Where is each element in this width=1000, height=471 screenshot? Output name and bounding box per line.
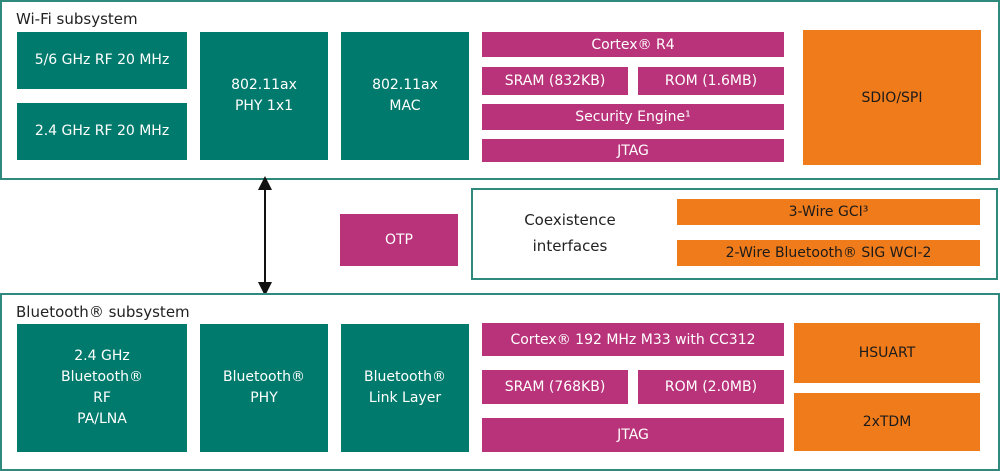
bt-link-layer-block: Bluetooth® Link Layer: [341, 324, 469, 452]
wifi-phy-block: 802.11ax PHY 1x1: [200, 32, 328, 160]
wifi-subsystem-title: Wi-Fi subsystem: [16, 10, 138, 28]
wifi-mac-block: 802.11ax MAC: [341, 32, 469, 160]
wifi-rom-block: ROM (1.6MB): [638, 67, 784, 95]
bt-phy-block: Bluetooth® PHY: [200, 324, 328, 452]
bluetooth-subsystem-title: Bluetooth® subsystem: [16, 303, 190, 321]
wifi-rf-56ghz-block: 5/6 GHz RF 20 MHz: [17, 32, 187, 89]
bt-rom-block: ROM (2.0MB): [638, 370, 784, 404]
wifi-sram-block: SRAM (832KB): [482, 67, 628, 95]
coexistence-label: Coexistence interfaces: [524, 211, 616, 255]
bt-sram-block: SRAM (768KB): [482, 370, 628, 404]
bt-jtag-block: JTAG: [482, 418, 784, 452]
wifi-rf-24ghz-block: 2.4 GHz RF 20 MHz: [17, 103, 187, 160]
bt-rf-block: 2.4 GHz Bluetooth® RF PA/LNA: [17, 324, 187, 452]
double-arrow-icon: [258, 176, 272, 296]
wifi-sdio-spi-block: SDIO/SPI: [803, 30, 981, 165]
bt-2xtdm-block: 2xTDM: [794, 393, 980, 451]
wifi-cortex-block: Cortex® R4: [482, 32, 784, 57]
coex-gci-block: 3-Wire GCI³: [677, 199, 980, 225]
bt-hsuart-block: HSUART: [794, 323, 980, 383]
bt-cortex-block: Cortex® 192 MHz M33 with CC312: [482, 323, 784, 356]
coex-wci-block: 2-Wire Bluetooth® SIG WCI-2: [677, 240, 980, 266]
wifi-security-engine-block: Security Engine¹: [482, 104, 784, 130]
otp-block: OTP: [340, 214, 458, 266]
wifi-jtag-block: JTAG: [482, 139, 784, 162]
